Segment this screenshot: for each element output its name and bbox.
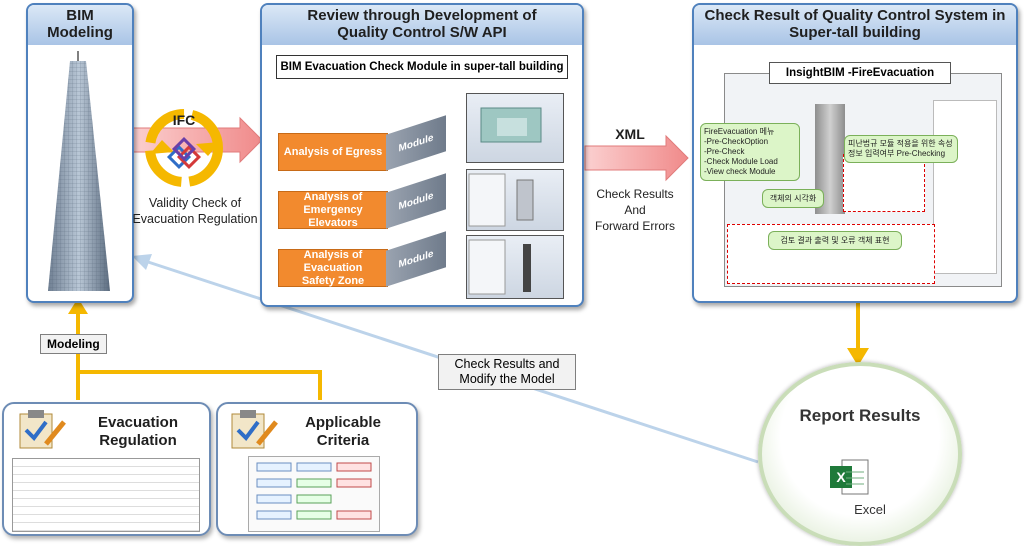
applicable-criteria-panel: Applicable Criteria (216, 402, 418, 536)
elevator-screenshot (466, 169, 564, 231)
check-result-panel: Check Result of Quality Control System i… (692, 3, 1018, 303)
xml-caption: Check Results And Forward Errors (594, 187, 675, 233)
module-elevators-side: Module (386, 173, 446, 229)
check-result-title: Check Result of Quality Control System i… (694, 5, 1016, 45)
report-down-arrow (847, 348, 869, 366)
xml-label: XML (615, 126, 645, 142)
ifc-label: IFC (172, 112, 196, 128)
report-title: Report Results (799, 406, 921, 425)
modeling-up-arrow (76, 370, 322, 400)
properties-pane (933, 100, 997, 274)
egress-screenshot (466, 93, 564, 163)
regulation-table (12, 458, 200, 532)
module-header: BIM Evacuation Check Module in super-tal… (276, 55, 568, 79)
feedback-tag: Check Results and Modify the Model (438, 354, 576, 390)
safety-zone-screenshot (466, 235, 564, 299)
module-elevators: Analysis of Emergency Elevators (278, 191, 388, 229)
evacuation-regulation-title: Evacuation Regulation (97, 414, 179, 449)
module-safety-zone-side: Module (386, 231, 446, 287)
svg-text:X: X (836, 469, 846, 485)
clipboard-icon (228, 408, 278, 450)
module-egress: Analysis of Egress (278, 133, 388, 171)
bim-modeling-panel: BIM Modeling (26, 3, 134, 303)
excel-label: Excel (854, 502, 886, 517)
ifc-cycle-icon: IFC (140, 100, 228, 192)
xml-arrow (584, 134, 689, 182)
review-title: Review through Development of Quality Co… (262, 5, 582, 45)
callout-visual: 객체의 시각화 (762, 189, 824, 208)
app-title: InsightBIM -FireEvacuation (769, 62, 951, 84)
tower-model-image (48, 51, 110, 291)
ifc-caption: Validity Check of Evacuation Regulation (132, 196, 258, 226)
excel-icon: X (830, 458, 870, 498)
review-panel: Review through Development of Quality Co… (260, 3, 584, 307)
applicable-criteria-title: Applicable Criteria (305, 414, 381, 449)
evacuation-regulation-panel: Evacuation Regulation (2, 402, 211, 536)
criteria-flowchart (248, 456, 380, 532)
module-egress-side: Module (386, 115, 446, 171)
callout-output: 검토 결과 출력 및 오류 객체 표현 (768, 231, 902, 250)
callout-menu: FireEvacuation 메뉴 -Pre-CheckOption -Pre-… (700, 123, 800, 181)
callout-input: 피난법규 모듈 적용을 위한 속성 정보 입력여부 Pre-Checking (844, 135, 958, 163)
module-safety-zone: Analysis of Evacuation Safety Zone (278, 249, 388, 287)
report-results-circle: Report Results X Excel (758, 362, 962, 546)
bim-modeling-title: BIM Modeling (28, 5, 132, 45)
modeling-tag: Modeling (40, 334, 107, 354)
clipboard-icon (16, 408, 66, 450)
